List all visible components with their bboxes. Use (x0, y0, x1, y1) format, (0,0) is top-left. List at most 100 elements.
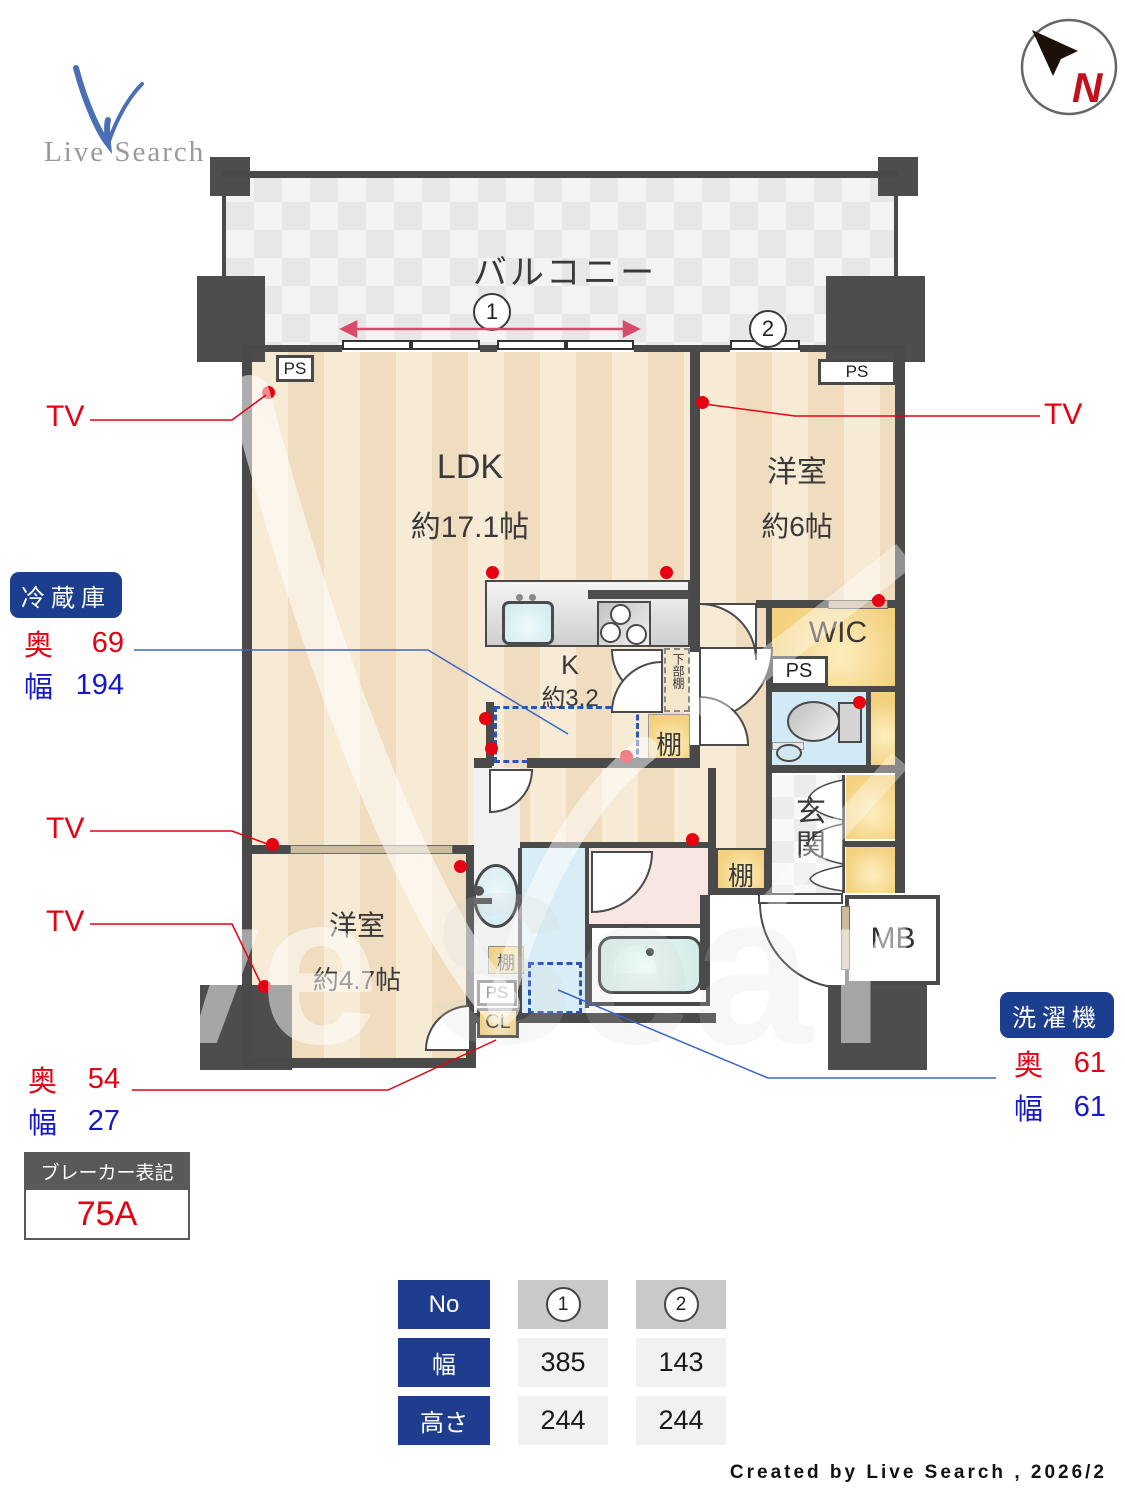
bedroom1-floor (700, 352, 895, 600)
alarm-dot (660, 566, 673, 579)
logo-v-icon (73, 65, 144, 154)
shoe-cabinet-lower (846, 847, 895, 893)
alarm-dot (853, 696, 866, 709)
wall (634, 345, 730, 352)
dimension-marker-1: 1 (473, 293, 511, 331)
tv-label: TV (46, 905, 85, 938)
table-header-width: 幅 (398, 1338, 490, 1387)
washer-width: 幅 61 (1014, 1086, 1106, 1128)
ps-label: PS (785, 659, 813, 682)
bedroom1-name: 洋室 (767, 456, 827, 489)
fridge-tag-label: 冷蔵庫 (21, 584, 111, 612)
table-header-no: No (398, 1280, 490, 1329)
fridge-width: 幅 194 (24, 664, 124, 706)
wall (766, 686, 895, 692)
width-value: 61 (1073, 1090, 1106, 1123)
ps-label: PS (283, 358, 307, 378)
compass-icon: N (1020, 18, 1118, 116)
width-label: 幅 (28, 1108, 58, 1140)
wall (866, 692, 871, 765)
table-cell: 385 (518, 1338, 608, 1387)
stove-burner (600, 622, 621, 643)
shoe-door-wedge (807, 823, 844, 865)
front-door-arc (759, 902, 846, 989)
entry-door-frame (841, 906, 850, 970)
depth-value: 69 (91, 626, 124, 659)
window (411, 340, 480, 350)
genkan-shelf-label: 棚 (727, 861, 754, 891)
ps-label: PS (845, 362, 869, 381)
wall (708, 768, 716, 895)
circled-number: 2 (663, 1287, 699, 1322)
fridge-tag: 冷蔵庫 (10, 572, 122, 618)
window (497, 340, 566, 350)
wall (845, 841, 895, 847)
tv-label: TV (46, 812, 85, 845)
ps-box-top-right: PS (818, 359, 896, 385)
table-row: No 1 2 (398, 1280, 726, 1329)
fridge-depth: 奥 69 (24, 622, 124, 664)
wall (700, 895, 710, 990)
wall (766, 600, 772, 895)
depth-value: 61 (1073, 1046, 1106, 1079)
wall (710, 888, 772, 895)
kitchen-counter-shelf (588, 590, 690, 599)
lower-shelf-box (664, 648, 690, 712)
wall (242, 345, 342, 352)
toilet-side-cabinet (871, 692, 895, 765)
washer-tag-label: 洗濯機 (1012, 1004, 1102, 1032)
dimension-table: No 1 2 幅 385 143 高さ 244 244 (398, 1280, 726, 1454)
dimension-marker-2: 2 (749, 310, 787, 348)
marker-number: 2 (761, 316, 775, 341)
depth-value: 54 (87, 1062, 120, 1095)
table-row: 幅 385 143 (398, 1338, 726, 1387)
breaker-title: ブレーカー表記 (24, 1152, 190, 1190)
closet-width: 幅 27 (28, 1100, 120, 1142)
width-label: 幅 (24, 672, 54, 704)
tv-label: TV (1044, 398, 1083, 431)
kitchen-size: 約3.2 (541, 685, 599, 712)
mb-box (845, 895, 940, 985)
lower-shelf-label: 下部棚 (671, 653, 685, 689)
alarm-dot (696, 396, 709, 409)
table-cell: 143 (636, 1338, 726, 1387)
genkan-label: 玄関 (791, 795, 824, 863)
balcony-top-rail (222, 171, 898, 178)
pillar (828, 985, 927, 1070)
door-arc (699, 695, 750, 746)
toilet-hand-basin (776, 744, 802, 762)
window (342, 340, 411, 350)
door-arc (699, 603, 757, 661)
breaker-value: 75A (24, 1190, 190, 1240)
wall (242, 1058, 474, 1068)
balcony-floor (222, 174, 898, 345)
table-header-height: 高さ (398, 1396, 490, 1445)
alarm-dot (686, 833, 699, 846)
alarm-dot (872, 594, 885, 607)
wall (800, 345, 905, 352)
kitchen-shelf-label: 棚 (655, 730, 682, 760)
depth-label: 奥 (24, 630, 54, 662)
kitchen-name: K (560, 650, 579, 680)
washer-depth: 奥 61 (1014, 1042, 1106, 1084)
wall (756, 600, 895, 608)
stove-burner (610, 604, 631, 625)
wic-label: WIC (808, 616, 868, 649)
ps-box-wic: PS (770, 656, 828, 686)
balcony-label: バルコニー (472, 254, 658, 292)
circled-number: 1 (545, 1287, 581, 1322)
tv-label: TV (46, 400, 85, 433)
wall (480, 345, 497, 352)
wall (690, 745, 700, 768)
door-arc (610, 660, 663, 713)
wall (895, 345, 905, 893)
logo-text: Live Search (44, 136, 206, 168)
depth-label: 奥 (28, 1066, 58, 1098)
table-cell: 2 (636, 1280, 726, 1329)
washer-tag: 洗濯機 (1000, 992, 1114, 1038)
breaker-box: ブレーカー表記 75A (24, 1152, 190, 1240)
shoe-door-wedge (807, 779, 844, 821)
stove-burner (626, 624, 647, 645)
wall (690, 600, 700, 652)
